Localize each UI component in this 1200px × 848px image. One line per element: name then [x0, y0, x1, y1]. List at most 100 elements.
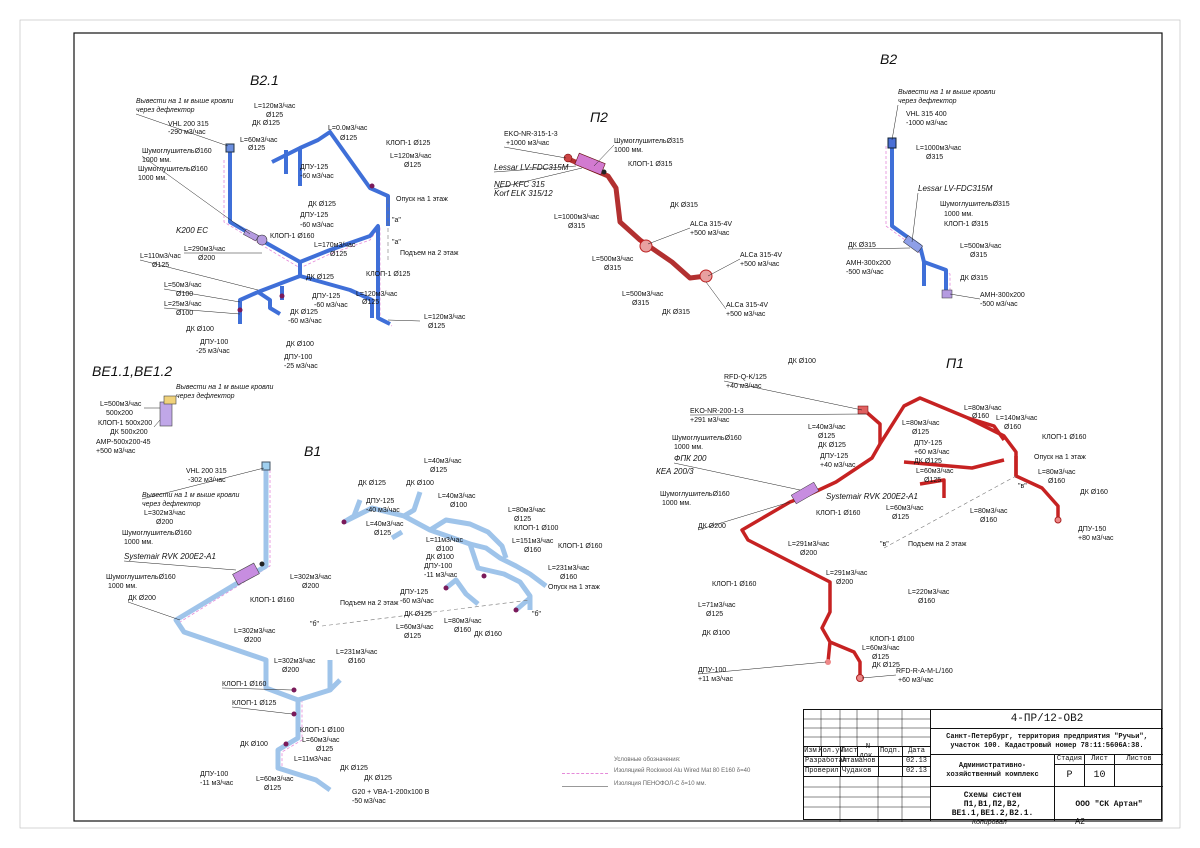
- b21-label: ДПУ-125: [300, 212, 328, 219]
- b21-label: -25 м3/час: [284, 363, 318, 370]
- p2-label: ALCa 315-4V: [726, 302, 768, 309]
- p1-label: +40 м3/час: [820, 462, 856, 469]
- p1-label: L=291м3/час: [826, 570, 868, 577]
- b1-label: Ø125: [374, 530, 391, 537]
- format-label: A2: [1075, 817, 1085, 826]
- system-title-p2: П2: [590, 109, 608, 125]
- p1-label: Ø125: [892, 514, 909, 521]
- b1-label: L=60м3/час: [302, 737, 340, 744]
- system-title-be: ВЕ1.1,ВЕ1.2: [92, 363, 172, 379]
- b1-label: ДПУ-100: [424, 563, 452, 570]
- b1-label: -302 м3/час: [188, 477, 226, 484]
- developer-name: Атаманов: [840, 756, 878, 766]
- b21-label: 1000 мм.: [138, 175, 167, 182]
- p1-label: "в": [880, 541, 889, 548]
- b1-label: ШумоглушительØ160: [106, 574, 176, 581]
- b1-label: 1000 мм.: [124, 539, 153, 546]
- p1-label: ДК Ø160: [1080, 489, 1108, 496]
- b1-label: -60 м3/час: [400, 598, 434, 605]
- be-label: +500 м3/час: [96, 448, 136, 455]
- b2-label: -500 м3/час: [846, 269, 884, 276]
- p1-label: L=71м3/час: [698, 602, 736, 609]
- p1-label: Ø125: [818, 433, 835, 440]
- p1-label: ДК Ø125: [818, 442, 846, 449]
- p2-label: ДК Ø315: [670, 202, 698, 209]
- system-b2: В2 Вывести на 1 м выше кровли через дефл…: [846, 51, 1025, 308]
- b1-label: "б": [310, 620, 319, 628]
- p1-label: +40 м3/час: [726, 383, 762, 390]
- b21-label: -290 м3/час: [168, 129, 206, 136]
- p2-label: L=500м3/час: [622, 291, 664, 298]
- b21-label: ДК Ø125: [306, 274, 334, 281]
- p1-label: Подъем на 2 этаж: [908, 541, 967, 548]
- be-label: КЛОП-1 500х200: [98, 420, 152, 427]
- b1-label: КЛОП-1 Ø125: [232, 700, 277, 707]
- p1-label: Ø200: [836, 579, 853, 586]
- p1-label: L=80м3/час: [1038, 469, 1076, 476]
- b21-label: Ø200: [198, 255, 215, 262]
- b21-label: КЛОП-1 Ø125: [386, 140, 431, 147]
- p1-label: Ø160: [972, 413, 989, 420]
- b1-label: Ø125: [514, 516, 531, 523]
- b1-label: VHL 200 315: [186, 468, 227, 475]
- b1-label: ДК Ø125: [404, 611, 432, 618]
- p2-label: EKO-NR-315-1-3: [504, 131, 558, 138]
- b21-label: L=120м3/час: [254, 103, 296, 110]
- be-label: АМР-500х200-45: [96, 439, 151, 446]
- legend-title: Условные обозначения:: [614, 757, 681, 763]
- p1-label: ДПУ-100: [698, 667, 726, 674]
- p1-label: L=60м3/час: [886, 505, 924, 512]
- blank-signature-lines: [804, 777, 930, 822]
- sheet-header: Лист: [1084, 754, 1114, 764]
- b1-label: Ø125: [264, 785, 281, 792]
- b2-label: АМН-300х200: [846, 260, 891, 267]
- b1-label: Systemair RVK 200E2-A1: [124, 552, 216, 561]
- checker-signature: [878, 766, 902, 776]
- p2-label: ALCa 315-4V: [740, 252, 782, 259]
- project-address: Санкт-Петербург, территория предприятия …: [930, 728, 1163, 754]
- b1-label: Опуск на 1 этаж: [548, 584, 600, 591]
- copied-label: Копировал: [972, 819, 1007, 826]
- b1-label: L=11м3/час: [426, 537, 463, 544]
- b1-label: Ø160: [454, 627, 471, 634]
- p2-label: ШумоглушительØ315: [614, 138, 684, 145]
- legend-row-text: Изоляцией Rockwool Alu Wired Mat 80 Ε160…: [614, 768, 751, 774]
- b21-label: L=120м3/час: [390, 153, 432, 160]
- p1-label: Ø125: [872, 654, 889, 661]
- p1-label: Ø125: [924, 477, 941, 484]
- drawing-frame: [73, 32, 1163, 822]
- b21-label: "a": [392, 217, 401, 224]
- b21-label: Вывести на 1 м выше кровли: [136, 98, 233, 105]
- b2-label: VHL 315 400: [906, 111, 947, 118]
- b21-label: Ø125: [362, 299, 379, 306]
- b1-label: ДК Ø125: [358, 480, 386, 487]
- role-developer: Разработал: [804, 756, 848, 765]
- p1-label: +60 м3/час: [914, 449, 950, 456]
- p1-label: КЛОП-1 Ø100: [870, 636, 915, 643]
- p1-label: Ø160: [1004, 424, 1021, 431]
- b21-label: L=120м3/час: [424, 314, 466, 321]
- p1-label: ДК Ø100: [702, 630, 730, 637]
- b1-label: Ø160: [560, 574, 577, 581]
- b21-label: КЛОП-1 Ø125: [366, 271, 411, 278]
- b21-label: "a": [392, 239, 401, 246]
- b21-label: -60 м3/час: [288, 318, 322, 325]
- p1-label: EKO-NR-200-1-3: [690, 408, 744, 415]
- b21-label: Опуск на 1 этаж: [396, 196, 448, 203]
- p1-label: RFD-R-A-M-L/160: [896, 668, 953, 675]
- b1-label: ДПУ-125: [366, 498, 394, 505]
- b21-label: ДК Ø125: [290, 309, 318, 316]
- b1-label: L=40м3/час: [438, 493, 476, 500]
- b21-label: VHL 200 315: [168, 121, 209, 128]
- be-label: через дефлектор: [176, 392, 235, 400]
- p1-label: +60 м3/час: [898, 677, 934, 684]
- b1-label: Подъем на 2 этаж: [340, 600, 399, 607]
- b1-label: ДК Ø125: [340, 765, 368, 772]
- b1-label: L=231м3/час: [548, 565, 590, 572]
- b1-label: L=11м3/час: [294, 756, 331, 763]
- p1-label: +11 м3/час: [698, 676, 733, 683]
- legend-row: Изоляцией Rockwool Alu Wired Mat 80 Ε160…: [562, 768, 752, 778]
- p1-label: Опуск на 1 этаж: [1034, 454, 1086, 461]
- p1-label: L=80м3/час: [970, 508, 1008, 515]
- b1-label: L=302м3/час: [290, 574, 332, 581]
